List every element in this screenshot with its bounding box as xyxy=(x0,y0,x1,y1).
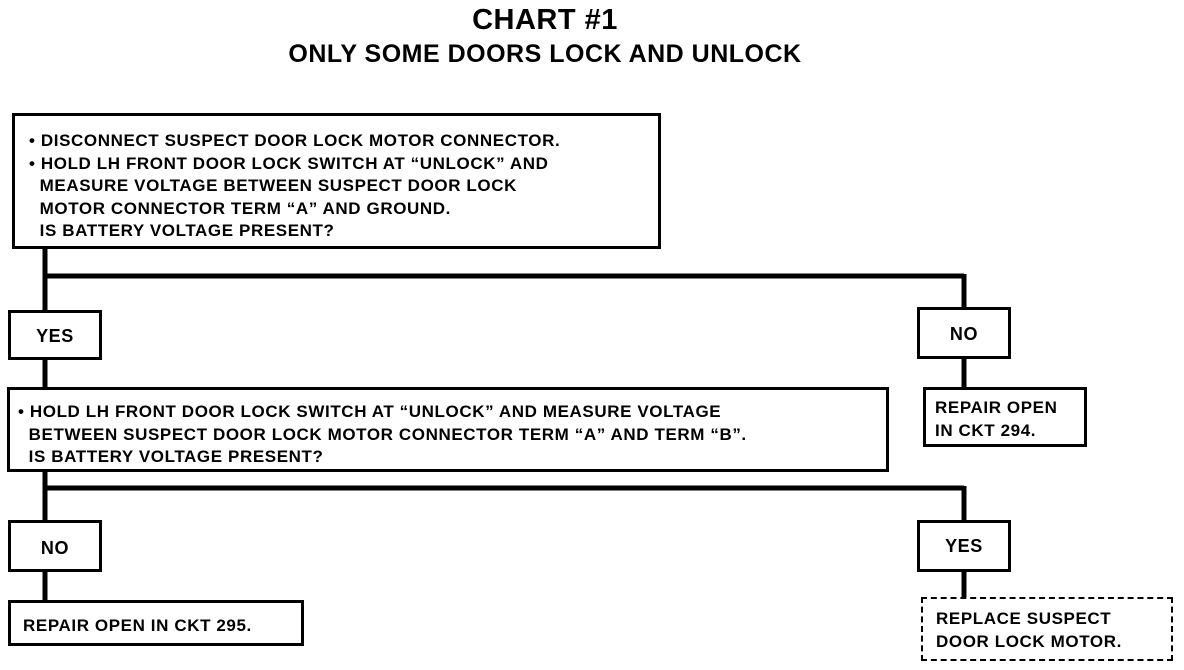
answer-no2-label: NO xyxy=(40,538,70,558)
result-replace-motor-box: REPLACE SUSPECT DOOR LOCK MOTOR. xyxy=(921,597,1173,661)
result-repair-ckt295-text: REPAIR OPEN IN CKT 295. xyxy=(23,616,252,635)
result-repair-ckt295-box: REPAIR OPEN IN CKT 295. xyxy=(8,600,304,646)
answer-no1-label: NO xyxy=(949,324,979,344)
answer-no1-box: NO xyxy=(917,307,1011,359)
answer-yes2-label: YES xyxy=(945,536,983,556)
chart-subtitle: ONLY SOME DOORS LOCK AND UNLOCK xyxy=(288,40,802,68)
chart-title: CHART #1 xyxy=(472,4,618,36)
answer-no2-box: NO xyxy=(8,520,102,572)
step2-question-box: • HOLD LH FRONT DOOR LOCK SWITCH AT “UNL… xyxy=(7,387,889,472)
answer-yes1-label: YES xyxy=(36,326,74,346)
result-replace-motor-text: REPLACE SUSPECT DOOR LOCK MOTOR. xyxy=(936,609,1122,651)
result-repair-ckt294-text: REPAIR OPEN IN CKT 294. xyxy=(935,398,1058,440)
answer-yes2-box: YES xyxy=(917,520,1011,572)
answer-yes1-box: YES xyxy=(8,310,102,360)
result-repair-ckt294-box: REPAIR OPEN IN CKT 294. xyxy=(923,387,1087,447)
step1-question-box: • DISCONNECT SUSPECT DOOR LOCK MOTOR CON… xyxy=(12,113,661,249)
step2-question-text: • HOLD LH FRONT DOOR LOCK SWITCH AT “UNL… xyxy=(18,402,747,466)
step1-question-text: • DISCONNECT SUSPECT DOOR LOCK MOTOR CON… xyxy=(29,131,561,240)
